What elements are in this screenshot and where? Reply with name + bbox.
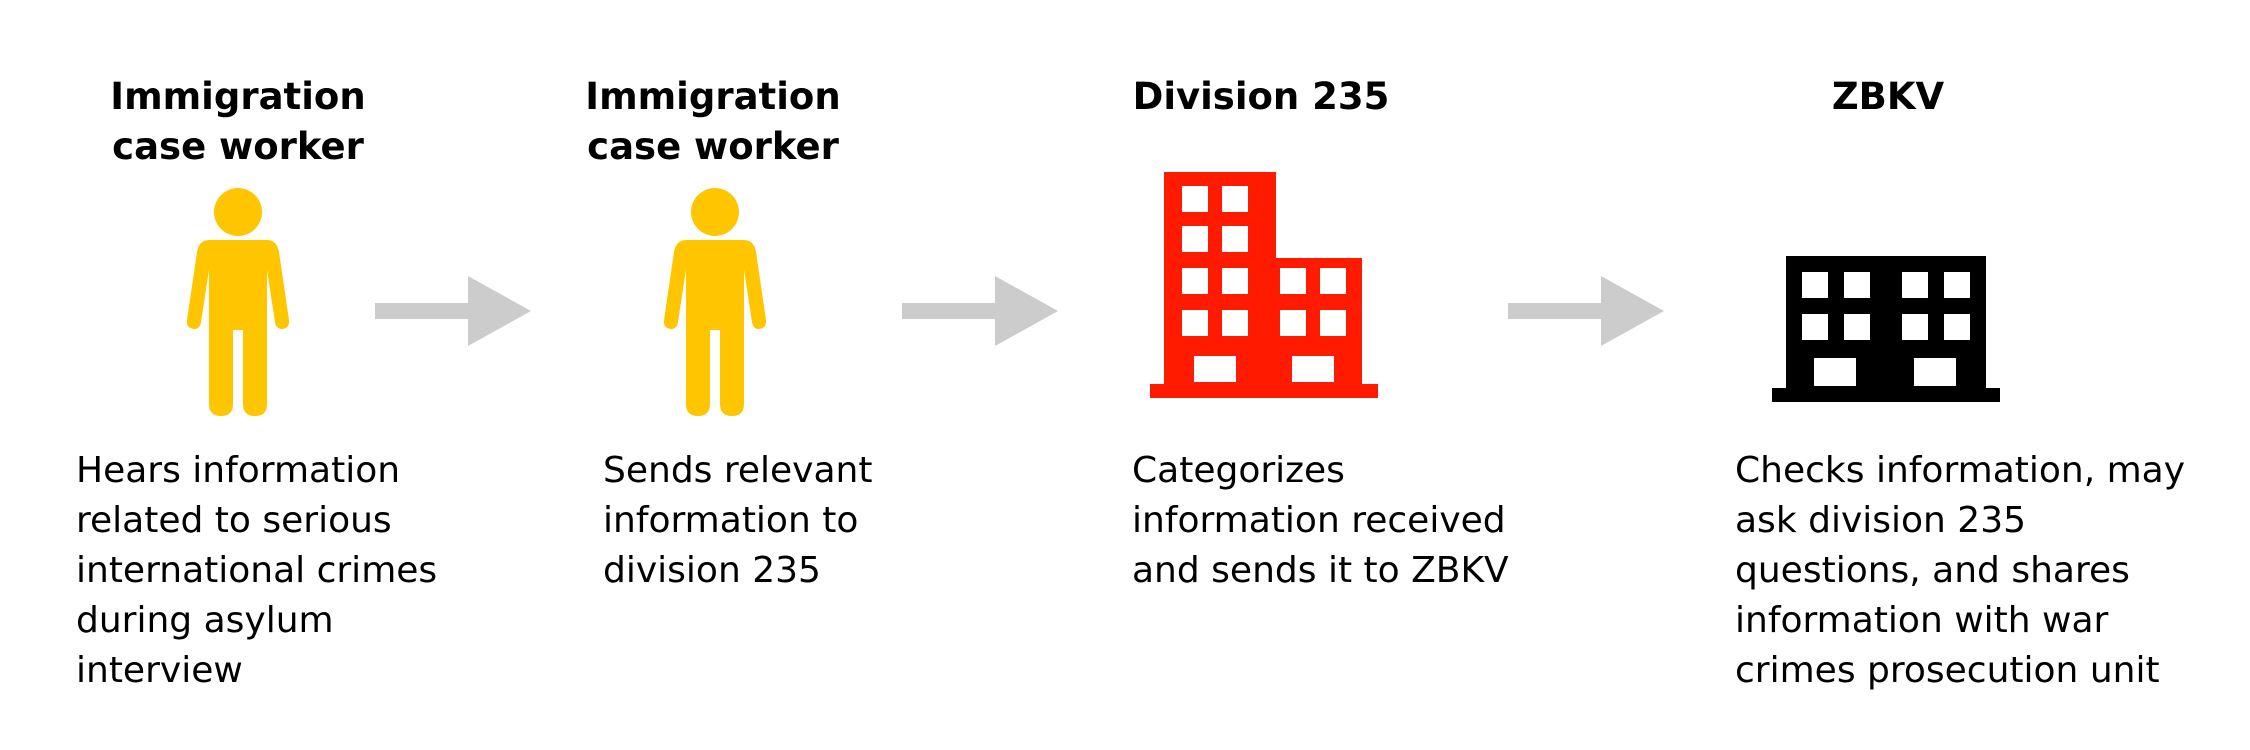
step-2-desc-line-2: information to [603, 500, 859, 541]
step-2-title: Immigration case worker [533, 72, 893, 172]
step-2-description: Sends relevant information to division 2… [603, 446, 872, 596]
step-2-title-line-1: Immigration [585, 75, 841, 118]
step-2-title-line-2: case worker [587, 125, 839, 168]
step-4-desc-line-5: crimes prosecution unit [1735, 650, 2160, 691]
step-1-desc-line-2: related to serious [76, 500, 392, 541]
building-icon [1150, 172, 1378, 398]
step-1-desc-line-1: Hears information [76, 450, 401, 491]
step-3-description: Categorizes information received and sen… [1132, 446, 1509, 596]
step-4-title: ZBKV [1708, 72, 2068, 122]
step-4-desc-line-3: questions, and shares [1735, 550, 2130, 591]
step-1-title: Immigration case worker [58, 72, 418, 172]
building-icon [1772, 256, 2000, 402]
person-icon [663, 188, 767, 416]
step-3-desc-line-3: and sends it to ZBKV [1132, 550, 1509, 591]
step-1-title-line-2: case worker [112, 125, 364, 168]
step-3-desc-line-2: information received [1132, 500, 1506, 541]
step-2-desc-line-1: Sends relevant [603, 450, 873, 491]
arrow-right-icon [375, 276, 531, 346]
step-1-desc-line-5: interview [76, 650, 243, 691]
step-4-desc-line-1: Checks information, may [1735, 450, 2186, 491]
step-3-title-line-1: Division 235 [1132, 75, 1390, 118]
step-1-desc-line-4: during asylum [76, 600, 334, 641]
step-4-desc-line-2: ask division 235 [1735, 500, 2027, 541]
step-4-title-line-1: ZBKV [1831, 75, 1945, 118]
step-1-title-line-1: Immigration [110, 75, 366, 118]
step-2-desc-line-3: division 235 [603, 550, 821, 591]
step-1-description: Hears information related to serious int… [76, 446, 437, 696]
step-4-desc-line-4: information with war [1735, 600, 2109, 641]
step-1-desc-line-3: international crimes [76, 550, 438, 591]
arrow-right-icon [902, 276, 1058, 346]
step-4-description: Checks information, may ask division 235… [1735, 446, 2185, 696]
arrow-right-icon [1508, 276, 1664, 346]
step-3-desc-line-1: Categorizes [1132, 450, 1345, 491]
step-3-title: Division 235 [1081, 72, 1441, 122]
person-icon [186, 188, 290, 416]
